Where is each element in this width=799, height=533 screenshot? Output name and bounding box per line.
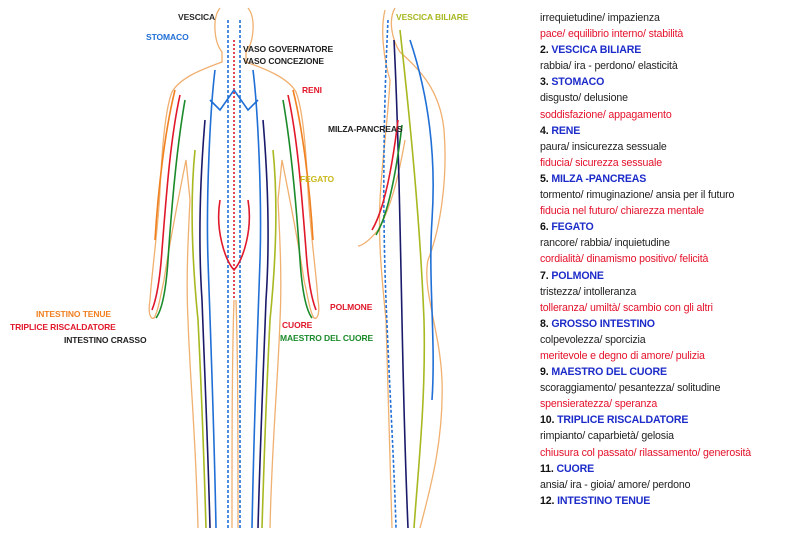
legend-4-name: RENE <box>551 125 580 137</box>
legend-11-line: ansia/ ira - gioia/ amore/ perdono <box>540 477 798 493</box>
legend-11-name: CUORE <box>557 463 595 475</box>
legend-3-heading: 3. STOMACO <box>540 74 798 90</box>
legend-3-positive: soddisfazione/ appagamento <box>540 107 798 123</box>
label-stomaco: STOMACO <box>146 32 189 42</box>
legend-12-heading: 12. INTESTINO TENUE <box>540 493 798 509</box>
label-intestino-crasso: INTESTINO CRASSO <box>64 335 146 345</box>
legend-10-negative: rimpianto/ caparbietà/ gelosia <box>540 428 798 444</box>
legend-8-name: GROSSO INTESTINO <box>551 318 655 330</box>
legend-11-positive: gioia/ amore/ perdono <box>590 479 690 491</box>
legend-6-negative: rancore/ rabbia/ inquietudine <box>540 235 798 251</box>
legend-8-negative: colpevolezza/ sporcizia <box>540 332 798 348</box>
legend-8-positive: meritevole e degno di amore/ pulizia <box>540 348 798 364</box>
legend-7-positive: tolleranza/ umiltà/ scambio con gli altr… <box>540 300 798 316</box>
legend-5-number: 5. <box>540 173 549 185</box>
legend-3-number: 3. <box>540 76 549 88</box>
legend-2-number: 2. <box>540 44 549 56</box>
legend-10-positive: chiusura col passato/ rilassamento/ gene… <box>540 445 798 461</box>
label-milza-pancreas: MILZA-PANCREAS <box>328 124 402 134</box>
front-meridians <box>152 20 316 528</box>
label-maestro-del-cuore: MAESTRO DEL CUORE <box>280 333 373 343</box>
label-cuore: CUORE <box>282 320 312 330</box>
legend-6-positive: cordialità/ dinamismo positivo/ felicità <box>540 251 798 267</box>
legend-7-heading: 7. POLMONE <box>540 268 798 284</box>
legend-5-name: MILZA -PANCREAS <box>551 173 646 185</box>
label-reni: RENI <box>302 85 322 95</box>
label-vaso-governatore: VASO GOVERNATORE <box>243 44 333 54</box>
legend-10-number: 10. <box>540 414 554 426</box>
legend-2-positive: perdono/ elasticità <box>594 60 677 72</box>
legend-2-name: VESCICA BILIARE <box>551 44 641 56</box>
legend-4-positive: fiducia/ sicurezza sessuale <box>540 155 798 171</box>
legend-10-name: TRIPLICE RISCALDATORE <box>557 414 688 426</box>
legend-4-heading: 4. RENE <box>540 123 798 139</box>
legend-3-name: STOMACO <box>551 76 604 88</box>
legend-9-negative: scoraggiamento/ pesantezza/ solitudine <box>540 380 798 396</box>
meridian-diagram: VESCICA VESCICA BILIARE STOMACO VASO GOV… <box>0 0 520 528</box>
label-vescica-biliare: VESCICA BILIARE <box>396 12 468 22</box>
legend-12-name: INTESTINO TENUE <box>557 495 650 507</box>
legend-6-number: 6. <box>540 221 549 233</box>
label-triplice-riscaldatore: TRIPLICE RISCALDATORE <box>10 322 116 332</box>
legend-10-heading: 10. TRIPLICE RISCALDATORE <box>540 412 798 428</box>
legend-7-negative: tristezza/ intolleranza <box>540 284 798 300</box>
legend-9-positive: spensieratezza/ speranza <box>540 396 798 412</box>
legend-2-heading: 2. VESCICA BILIARE <box>540 42 798 58</box>
legend-11-heading: 11. CUORE <box>540 461 798 477</box>
legend-9-number: 9. <box>540 366 549 378</box>
emotions-legend: irrequietudine/ impazienza pace/ equilib… <box>540 10 798 509</box>
legend-6-name: FEGATO <box>551 221 593 233</box>
meridian-body-illustration <box>0 0 520 528</box>
label-intestino-tenue: INTESTINO TENUE <box>36 309 111 319</box>
legend-9-heading: 9. MAESTRO DEL CUORE <box>540 364 798 380</box>
legend-9-name: MAESTRO DEL CUORE <box>551 366 667 378</box>
legend-3-negative: disgusto/ delusione <box>540 90 798 106</box>
legend-8-number: 8. <box>540 318 549 330</box>
legend-5-negative: tormento/ rimuginazione/ ansia per il fu… <box>540 187 798 203</box>
label-fegato: FEGATO <box>300 174 334 184</box>
legend-1-positive: pace/ equilibrio interno/ stabilità <box>540 26 798 42</box>
legend-11-number: 11. <box>540 463 554 475</box>
legend-2-negative: rabbia/ ira <box>540 60 585 72</box>
legend-5-heading: 5. MILZA -PANCREAS <box>540 171 798 187</box>
legend-7-name: POLMONE <box>551 270 604 282</box>
legend-4-number: 4. <box>540 125 549 137</box>
label-vaso-concezione: VASO CONCEZIONE <box>243 56 324 66</box>
legend-7-number: 7. <box>540 270 549 282</box>
label-vescica: VESCICA <box>178 12 215 22</box>
legend-8-heading: 8. GROSSO INTESTINO <box>540 316 798 332</box>
legend-5-positive: fiducia nel futuro/ chiarezza mentale <box>540 203 798 219</box>
legend-11-negative: ansia/ ira <box>540 479 582 491</box>
label-polmone: POLMONE <box>330 302 372 312</box>
legend-6-heading: 6. FEGATO <box>540 219 798 235</box>
legend-1-negative: irrequietudine/ impazienza <box>540 10 798 26</box>
legend-12-number: 12. <box>540 495 554 507</box>
legend-4-negative: paura/ insicurezza sessuale <box>540 139 798 155</box>
legend-2-line: rabbia/ ira - perdono/ elasticità <box>540 58 798 74</box>
